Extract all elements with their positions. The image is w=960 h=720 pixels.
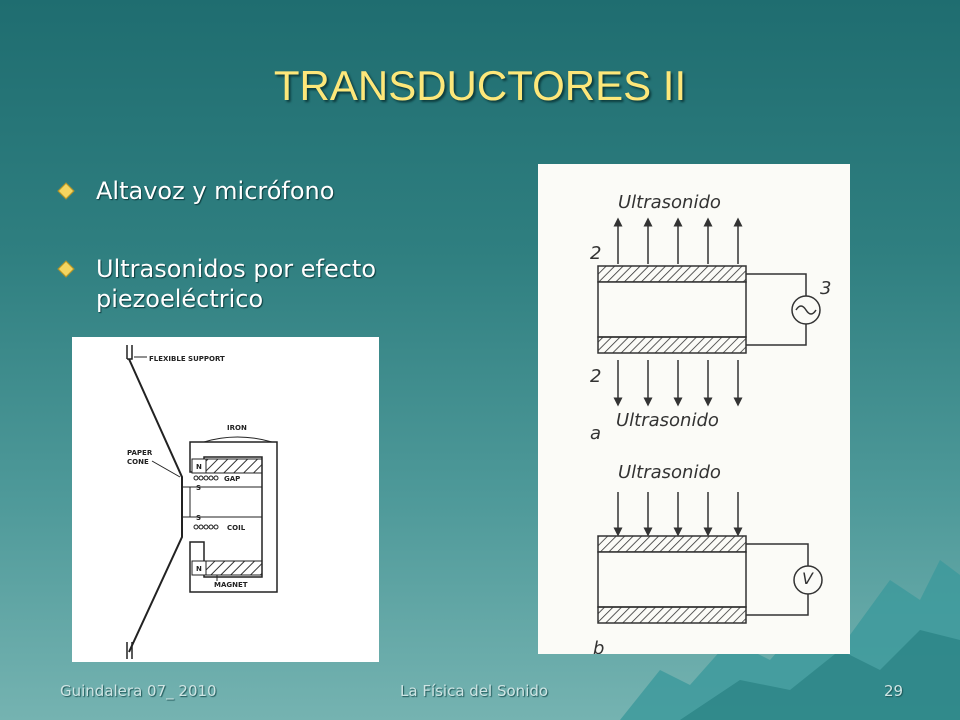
s-top-label: S <box>196 484 201 492</box>
label-2-bottom: 2 <box>590 366 601 387</box>
diamond-bullet-icon <box>57 260 75 278</box>
ultrasound-diagram: Ultrasonido 2 1 3 2 Ultrasonido a Ultras… <box>538 164 850 659</box>
bullet-text: Ultrasonidos por efecto <box>96 255 377 283</box>
s-bottom-label: S <box>196 514 201 522</box>
flexible-support-label: FLEXIBLE SUPPORT <box>149 355 225 363</box>
footer-left: Guindalera 07_ 2010 <box>60 682 217 700</box>
ultrasound-diagram-drawing: Ultrasonido 2 1 3 2 Ultrasonido a Ultras… <box>590 192 831 659</box>
bullet-item-speaker: Altavoz y micrófono <box>57 176 335 206</box>
magnet-label: MAGNET <box>214 581 248 589</box>
ultrasonido-top-label: Ultrasonido <box>618 192 721 213</box>
voltmeter-label: V <box>802 569 814 588</box>
slide-title: TRANSDUCTORES II <box>273 62 687 109</box>
panel-a-label: a <box>590 423 601 444</box>
bullet-text-continued: piezoeléctrico <box>96 285 264 313</box>
panel-b-label: b <box>593 638 604 654</box>
paper-label: PAPER <box>127 449 153 457</box>
ultrasonido-b-label: Ultrasonido <box>618 462 721 483</box>
diamond-bullet-icon <box>57 182 75 200</box>
iron-label: IRON <box>227 424 247 432</box>
n-bottom-label: N <box>196 565 202 573</box>
coil-label: COIL <box>227 524 246 532</box>
gap-label: GAP <box>224 475 240 483</box>
label-2-top: 2 <box>590 243 601 264</box>
speaker-diagram-drawing: FLEXIBLE SUPPORT PAPER CONE IRON N N GAP… <box>126 345 278 659</box>
bullet-text: Altavoz y micrófono <box>96 177 335 205</box>
ultrasonido-mid-label: Ultrasonido <box>616 410 719 431</box>
speaker-diagram: FLEXIBLE SUPPORT PAPER CONE IRON N N GAP… <box>72 337 379 662</box>
n-top-label: N <box>196 463 202 471</box>
bullet-item-ultrasound: Ultrasonidos por efecto piezoeléctrico <box>57 254 377 314</box>
voltmeter-icon <box>793 565 823 595</box>
footer-center: La Física del Sonido <box>400 682 549 700</box>
label-3: 3 <box>820 278 831 299</box>
page-number: 29 <box>884 682 904 700</box>
cone-label: CONE <box>127 458 149 466</box>
